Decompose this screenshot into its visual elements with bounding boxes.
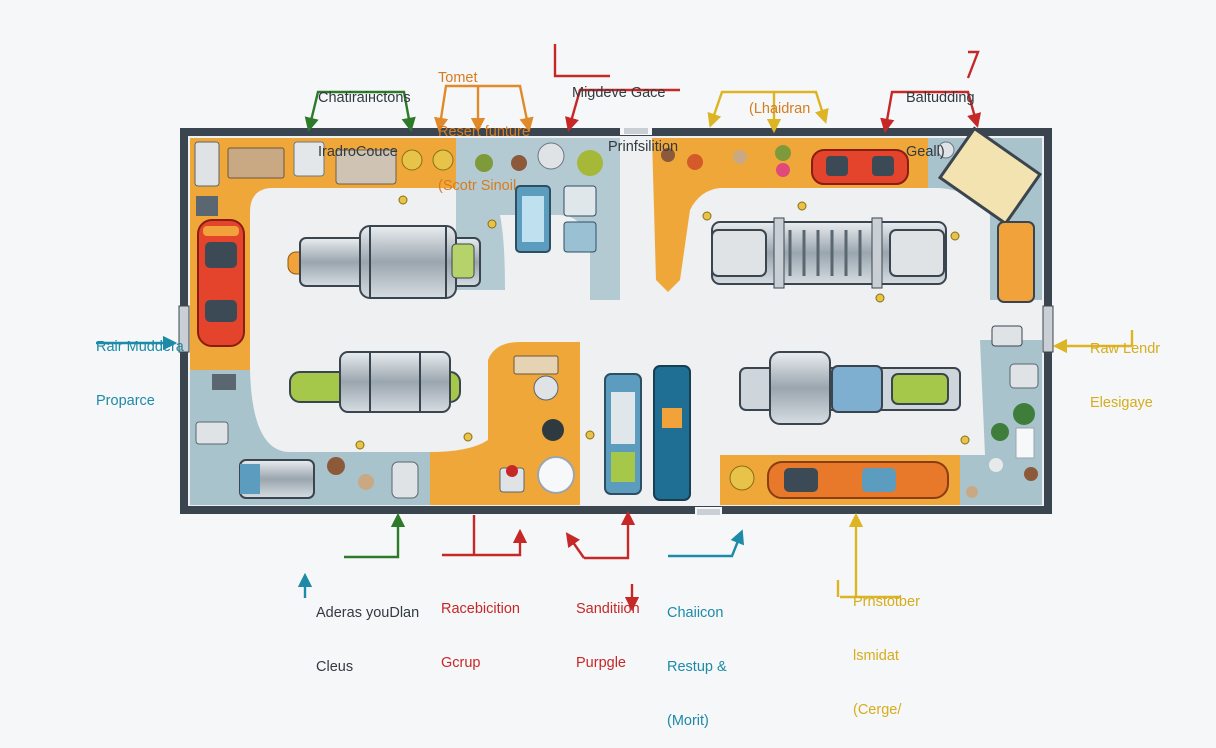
label-line: Baltudding [906, 90, 975, 106]
label-top-green: Chatiraінctons IradroCouce [318, 53, 411, 179]
label-line: (Morit) [667, 713, 709, 729]
label-top-orange: Tomet Resert funture (Scotr Sinoil [438, 33, 530, 213]
label-line: IradroCouce [318, 144, 398, 160]
label-line: Resert funture [438, 124, 530, 140]
blue-towers [604, 365, 691, 501]
label-top-right: Baltudding Geall) [906, 53, 975, 179]
label-top-yellow: (Lhaidran [749, 64, 810, 136]
machine-cylinder-2 [711, 217, 947, 289]
label-line: (Lhaidran [749, 101, 811, 117]
label-line: Sanditiion [576, 601, 640, 617]
label-line: Geall) [906, 144, 945, 160]
label-line: Tomet [438, 70, 478, 86]
label-line: Elesigaye [1090, 395, 1153, 411]
red-vehicle-left [197, 219, 245, 347]
label-line: Raw Lendr [1090, 341, 1161, 357]
label-top-red: Migdeve Gace Prinfsilition [572, 48, 678, 174]
label-line: Proparce [96, 393, 155, 409]
blue-zone-top-center [456, 138, 620, 300]
equipment-top-left [194, 141, 603, 216]
label-bottom-blue: Aderas youDlan Cleus [316, 568, 419, 694]
label-line: Migdeve Gace [572, 85, 666, 101]
orange-vehicle-bottom [729, 461, 949, 499]
center-bottom-items [499, 355, 575, 494]
equipment-top-right [661, 126, 1043, 226]
tank-right [991, 221, 1035, 347]
label-line: Gcrup [441, 655, 481, 671]
label-line: Chatiraінctons [318, 90, 411, 106]
label-bottom-red2: Sanditiion Purpgle [576, 564, 640, 690]
machine-cylinder-4 [739, 351, 961, 425]
label-line: Restup & [667, 659, 727, 675]
label-line: Chaiicon [667, 605, 724, 621]
blue-units-top [515, 185, 597, 253]
label-line: lsmidat [853, 648, 899, 664]
label-left: Rair Muddera Proparce [96, 302, 184, 428]
callout-arrows [96, 44, 1134, 612]
machine-cylinder-3 [289, 351, 461, 413]
floor-markers [355, 195, 970, 450]
label-bottom-teal: Chaiicon Restup & (Morit) [667, 568, 727, 748]
label-right: Raw Lendr Elesigaye [1090, 304, 1160, 430]
equipment-bottom-left [195, 374, 419, 499]
label-bottom-red1: Racebicition Gcrup [441, 564, 520, 690]
label-line: Cleus [316, 659, 354, 675]
label-line: Rair Muddera [96, 339, 184, 355]
label-line: (Cerge/ [853, 702, 902, 718]
label-line: Prinfsilition [608, 139, 679, 155]
label-line: (Scotr Sinoil [438, 178, 517, 194]
equipment-bottom-right [966, 363, 1039, 498]
label-bottom-yellow: Prnstotber lsmidat (Cerge/ [853, 557, 920, 737]
label-line: Racebicition [441, 601, 520, 617]
label-line: Aderas youDlan [316, 605, 420, 621]
machine-cylinder-1 [287, 225, 481, 299]
label-line: Prnstotber [853, 594, 920, 610]
label-line: Purpgle [576, 655, 626, 671]
floor-plan-diagram [96, 44, 1134, 612]
